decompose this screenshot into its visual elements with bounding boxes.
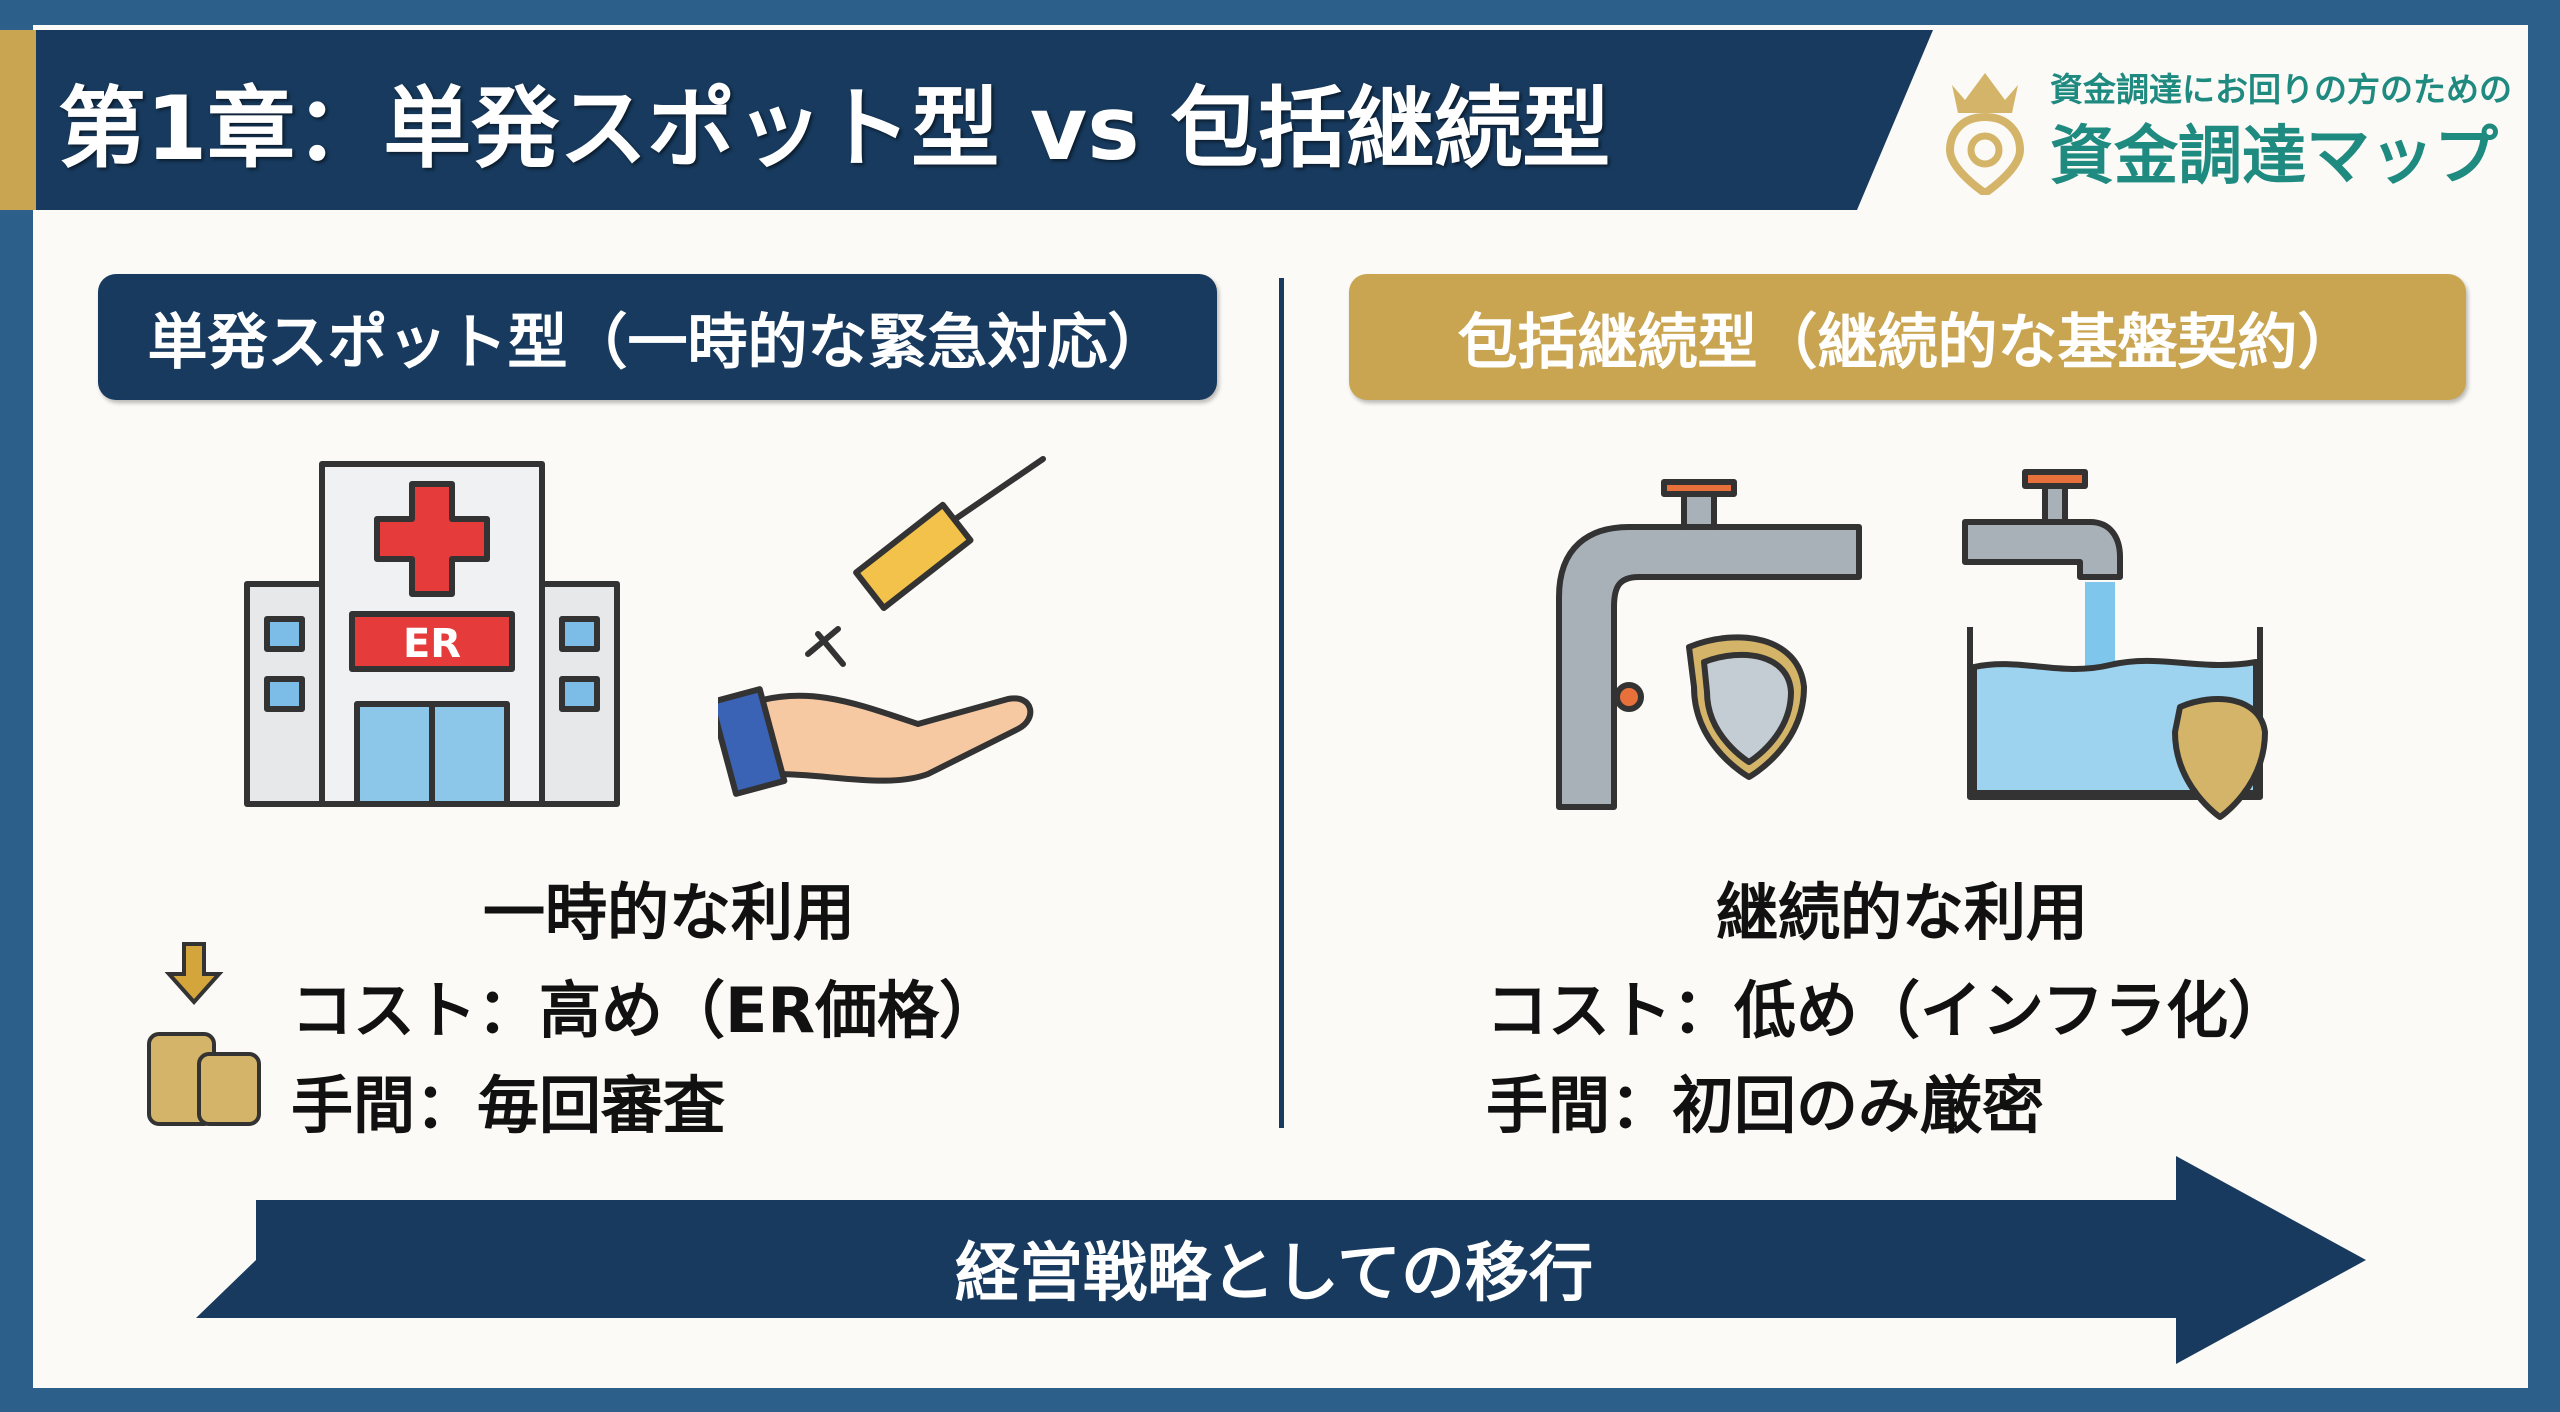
- gold-accent-stripe: [0, 30, 36, 210]
- header-bar: [33, 30, 1933, 210]
- tap-tank-shield-icon: [1962, 469, 2268, 820]
- continuous-usage: 継続的な利用: [1715, 876, 2089, 949]
- logo-name: 資金調達マップ: [2050, 120, 2498, 194]
- spot-type-heading: 単発スポット型（一時的な緊急対応）: [98, 274, 1217, 400]
- column-divider: [1279, 278, 1284, 1128]
- logo-subtitle: 資金調達にお回りの方のための: [2050, 70, 2512, 109]
- continuous-type-heading: 包括継続型（継続的な基盤契約）: [1349, 274, 2466, 400]
- transition-arrow-label: 経営戦略としての移行: [954, 1237, 1594, 1311]
- logo: 資金調達にお回りの方のための 資金調達マップ: [1940, 55, 2512, 195]
- continuous-effort: 手間：初回のみ厳密: [1486, 1069, 2045, 1142]
- transition-arrow: [196, 1156, 2366, 1364]
- pipe-shield-icon: [1556, 479, 1862, 810]
- spot-cost: コスト：高め（ER価格）: [291, 974, 1002, 1047]
- page-title: 第1章：単発スポット型 vs 包括継続型: [58, 77, 1611, 180]
- coins-down-arrow-icon: [147, 942, 261, 1126]
- crown-pin-icon: [1945, 73, 2025, 195]
- er-sign: ER: [403, 621, 461, 667]
- syringe-hand-icon: [718, 456, 1046, 797]
- continuous-cost: コスト：低め（インフラ化）: [1486, 974, 2291, 1047]
- spot-effort: 手間：毎回審査: [291, 1069, 726, 1142]
- hospital-icon: ER: [244, 461, 620, 807]
- spot-usage: 一時的な利用: [482, 876, 856, 949]
